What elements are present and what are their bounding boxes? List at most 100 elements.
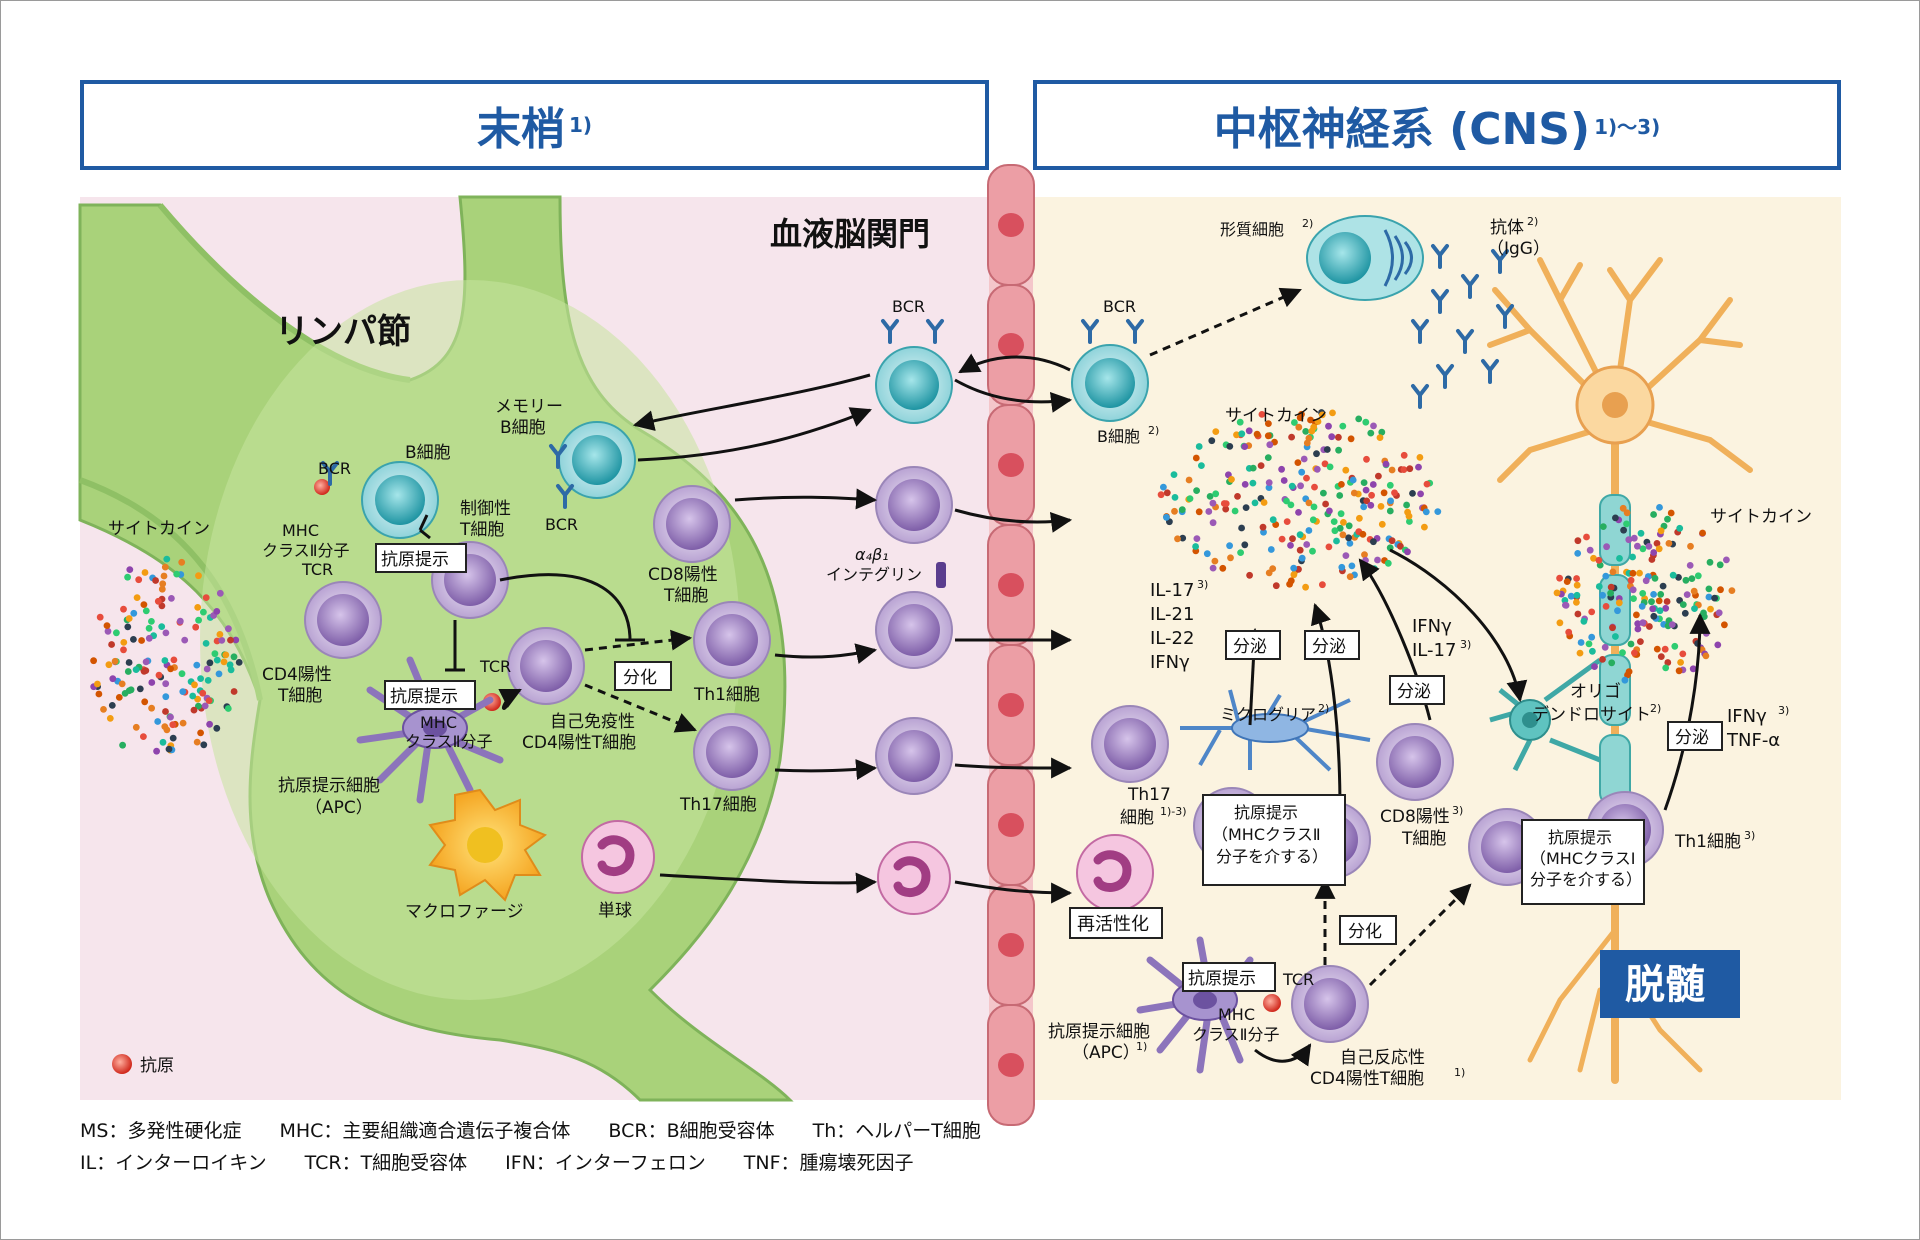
cytokine-dot	[1195, 508, 1203, 516]
cytokine-dot	[1646, 623, 1653, 630]
cytokine-dot	[1192, 543, 1199, 550]
cytokine-dot	[1265, 479, 1273, 486]
cytokine-dot	[1192, 454, 1200, 462]
cytokine-dot	[111, 657, 119, 665]
cytokine-dot	[1649, 605, 1657, 613]
cytokine-dot	[1576, 649, 1584, 657]
cytokine-dot	[181, 636, 189, 644]
ifng-label-3: IFNγ	[1727, 706, 1767, 727]
cytokine-dot	[195, 616, 203, 624]
cytokine-dot	[1296, 531, 1304, 539]
cytokine-dot	[206, 659, 214, 667]
cytokine-dot	[1595, 583, 1603, 590]
cytokine-dot	[1630, 534, 1638, 542]
cytokine-dot	[1171, 494, 1179, 501]
cytokine-dot	[1349, 476, 1357, 484]
cytokine-dot	[1303, 541, 1311, 548]
cytokine-dot	[1267, 546, 1275, 553]
mhc-class2-label-1: クラスⅡ分子	[262, 541, 350, 560]
cytokine-dot	[1574, 537, 1582, 545]
cytokine-dot	[1690, 587, 1698, 595]
th17-label: Th17細胞	[679, 795, 757, 815]
oligo-ref: 2)	[1650, 702, 1661, 715]
cytokine-dot	[1653, 540, 1661, 547]
cytokine-dot	[1588, 608, 1596, 616]
cytokine-dot	[1682, 576, 1690, 584]
cytokine-dot	[1179, 534, 1187, 542]
cytokine-dot	[1705, 585, 1713, 593]
secretion-label-2: 分泌	[1312, 637, 1346, 657]
cytokine-dot	[96, 613, 104, 621]
cytokine-dot	[1702, 652, 1710, 660]
cytokine-dot	[108, 702, 116, 709]
cd8-t-cell	[653, 485, 731, 563]
cytokine-dot	[1198, 462, 1205, 469]
cytokine-dot	[1325, 422, 1332, 430]
cns-th17-label-2: 細胞	[1120, 808, 1154, 828]
cytokine-dot	[1655, 597, 1663, 605]
cytokine-dot	[1260, 528, 1267, 536]
cytokine-dot	[1205, 508, 1213, 515]
cytokine-dot	[1323, 446, 1331, 453]
cns-apc-label-2: （APC）	[1072, 1043, 1140, 1063]
cytokine-dot	[1238, 524, 1245, 532]
cytokine-dot	[170, 656, 178, 664]
cytokine-dot	[1688, 575, 1696, 582]
cytokine-dot	[1619, 504, 1627, 512]
cytokine-dot	[1406, 465, 1414, 473]
cytokine-dot	[1585, 640, 1593, 648]
cytokine-dot	[1671, 642, 1679, 650]
cytokine-dot	[1300, 455, 1308, 463]
il17-2-ref: 3)	[1460, 638, 1471, 651]
cytokine-dot	[1347, 435, 1355, 443]
cytokine-dot	[1378, 520, 1386, 528]
cytokine-dot	[1278, 535, 1286, 543]
microglia-ref: 2)	[1318, 702, 1329, 715]
cytokine-dot	[1310, 423, 1318, 431]
cytokine-dot	[176, 617, 184, 625]
cytokine-dot	[1721, 621, 1728, 629]
cytokine-dot	[1269, 565, 1277, 572]
cytokine-dot	[145, 624, 153, 632]
cytokine-dot	[1355, 415, 1363, 423]
bbb-label: 血液脳関門	[770, 215, 930, 253]
treg-label-2: T細胞	[459, 520, 504, 540]
cytokine-dot	[162, 629, 170, 637]
cytokine-dot	[1675, 574, 1682, 581]
abbreviations-line-1: MS：多発性硬化症 MHC：主要組織適合遺伝子複合体 BCR：B細胞受容体 Th…	[80, 1120, 981, 1142]
cytokine-dot	[193, 661, 201, 669]
cytokine-dot	[1634, 625, 1642, 633]
cytokine-dot	[1378, 428, 1386, 436]
cd4-t-cell	[304, 581, 382, 659]
cytokine-dot	[1269, 516, 1277, 524]
cd4-label-1: CD4陽性	[262, 665, 332, 685]
cytokine-dot	[1681, 609, 1689, 617]
cytokine-dot	[227, 636, 234, 644]
cns-b-cell	[1071, 344, 1149, 422]
bcr-label-2: BCR	[545, 515, 578, 534]
lymph-node-core	[200, 280, 740, 1000]
cytokine-dot	[162, 693, 170, 701]
cytokine-dot	[202, 640, 210, 647]
cytokine-dot	[1170, 471, 1178, 478]
cytokine-dot	[1163, 513, 1170, 521]
peripheral-title-ref: 1)	[568, 113, 593, 137]
treg-label-1: 制御性	[460, 499, 511, 519]
cytokine-dot	[1367, 501, 1375, 509]
cytokine-dot	[1374, 556, 1381, 564]
cytokine-dot	[1186, 495, 1194, 502]
cytokine-dot	[1639, 545, 1647, 553]
cns-mhc-label: MHC	[1218, 1005, 1255, 1024]
cytokine-dot	[1241, 443, 1249, 450]
cytokine-dot	[1209, 519, 1217, 527]
cytokine-dot	[1206, 493, 1214, 500]
cytokine-dot	[1193, 535, 1201, 542]
cns-th1-label: Th1細胞	[1674, 832, 1741, 852]
cytokine-cloud-right	[1553, 504, 1736, 684]
cytokine-dot	[158, 602, 166, 610]
cytokine-dot	[1657, 653, 1665, 660]
cytokine-dot	[1302, 428, 1310, 435]
cytokine-dot	[1305, 434, 1313, 442]
cytokine-dot	[173, 570, 181, 578]
cytokine-dot	[1639, 619, 1647, 627]
